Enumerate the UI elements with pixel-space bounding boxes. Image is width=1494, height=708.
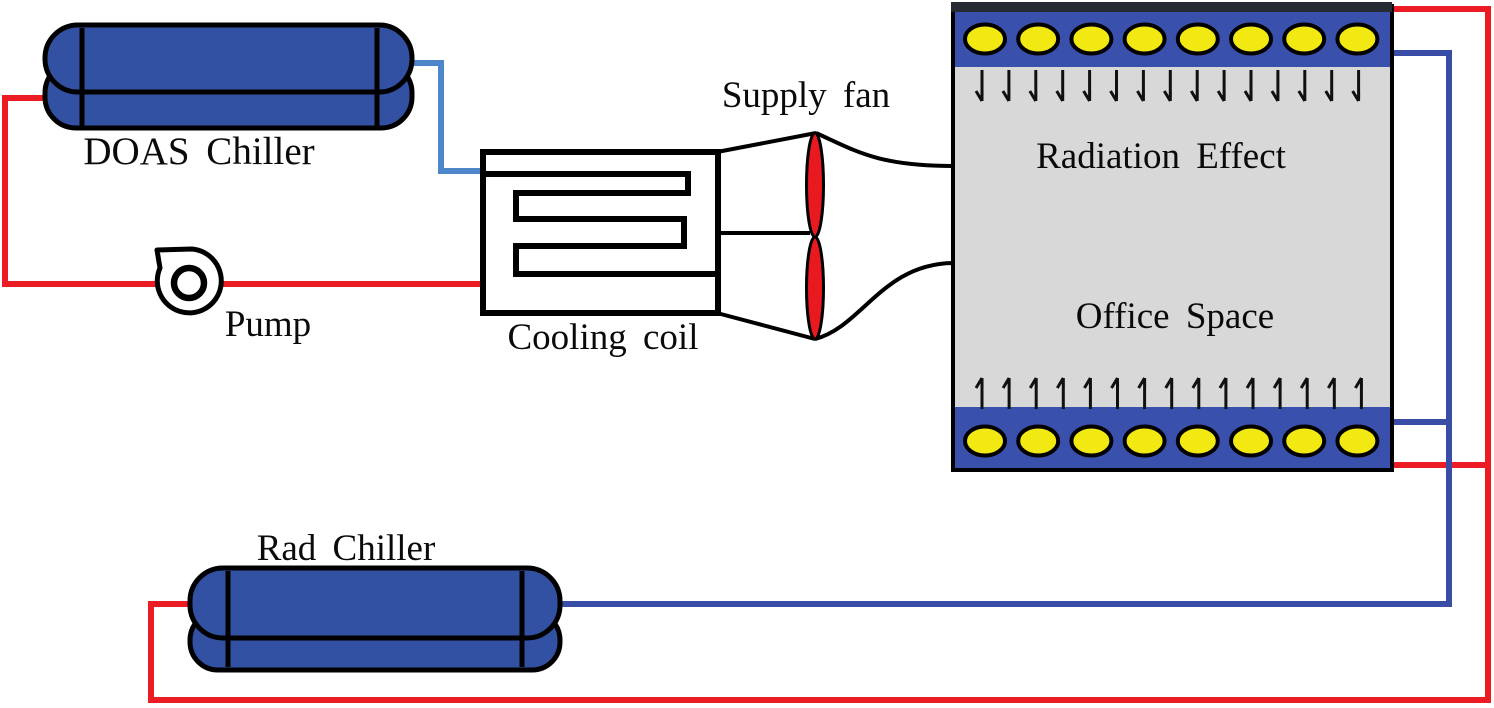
radiant-loop-pipes <box>148 6 1491 703</box>
up-arrow <box>1327 377 1336 409</box>
ceiling-light <box>1335 22 1380 56</box>
pump-impeller-icon <box>170 264 208 302</box>
rad-chiller-upper-shell <box>187 565 563 641</box>
fan-blade-top <box>805 131 825 239</box>
up-arrow <box>1137 377 1147 409</box>
up-arrow <box>1028 377 1038 409</box>
chilled-water-supply-pipe <box>411 60 483 174</box>
floor-radiation-arrows <box>974 377 1363 409</box>
down-arrow <box>1351 70 1361 102</box>
supply-air-duct <box>814 131 954 341</box>
up-arrow <box>1272 377 1282 409</box>
cooling-coil-label: Cooling coil <box>508 317 699 358</box>
down-arrow <box>1270 70 1280 102</box>
rad-chiller: Rad Chiller <box>187 528 563 673</box>
up-arrow <box>1191 377 1201 409</box>
down-arrow <box>1216 70 1226 102</box>
ceiling-lights <box>963 22 1380 56</box>
office-space-zone: Radiation Effect Office Space <box>951 2 1394 472</box>
up-arrow <box>1245 377 1255 409</box>
down-arrow <box>1189 70 1199 102</box>
rad-chiller-label: Rad Chiller <box>257 528 436 569</box>
radiant-return-pipe <box>148 6 1491 703</box>
pump-label: Pump <box>225 304 311 345</box>
down-arrow <box>1324 70 1334 102</box>
duct-bottom-curve <box>814 261 954 341</box>
up-arrow <box>1164 377 1174 409</box>
duct-top-curve <box>815 131 954 168</box>
floor-light <box>1122 424 1167 458</box>
up-arrow <box>974 377 984 409</box>
floor-light <box>1175 424 1220 458</box>
down-arrow <box>1243 70 1253 102</box>
down-arrow <box>1028 70 1038 102</box>
doas-chiller-upper-shell <box>42 22 415 95</box>
up-arrow <box>1218 377 1228 409</box>
ceiling-light <box>1282 22 1327 56</box>
office-space-label: Office Space <box>1076 296 1274 337</box>
up-arrow <box>1001 377 1011 409</box>
doas-loop-pipes <box>2 60 483 287</box>
doas-chiller: DOAS Chiller <box>42 22 415 173</box>
chilled-water-return-pipe <box>2 95 483 287</box>
floor-light <box>1016 424 1061 458</box>
down-arrow <box>974 70 984 102</box>
pump: Pump <box>154 246 311 345</box>
up-arrow <box>1110 377 1120 409</box>
down-arrow <box>1136 70 1145 102</box>
up-arrow <box>1354 377 1363 409</box>
fan-blade-bottom <box>805 235 825 341</box>
ceiling-light <box>1016 22 1061 56</box>
doas-chiller-end-seams <box>79 28 380 126</box>
rad-chiller-end-seams <box>225 571 525 667</box>
radiant-supply-pipe <box>558 50 1452 607</box>
down-arrow <box>1163 70 1172 102</box>
up-arrow <box>1299 377 1309 409</box>
floor-light <box>1069 424 1114 458</box>
ceiling-light <box>1069 22 1114 56</box>
cooling-coil-box <box>480 149 721 316</box>
floor-light <box>963 424 1007 458</box>
ceiling-light <box>1122 22 1167 56</box>
down-arrow <box>1297 70 1307 102</box>
floor-light <box>1282 424 1327 458</box>
floor-light <box>1229 424 1273 458</box>
ceiling-light <box>963 22 1007 56</box>
cooling-coil: Cooling coil <box>480 149 721 358</box>
floor-lights <box>963 424 1380 458</box>
down-arrow <box>1082 70 1092 102</box>
radiation-effect-label: Radiation Effect <box>1036 136 1287 177</box>
ceiling-light <box>1229 22 1273 56</box>
up-arrow <box>1083 377 1092 409</box>
cooling-coil-serpentine <box>483 171 718 277</box>
supply-fan: Supply fan <box>716 75 890 341</box>
down-arrow <box>1109 70 1119 102</box>
roof-strip <box>951 2 1392 12</box>
down-arrow <box>1055 70 1065 102</box>
fan-housing-lines <box>716 131 817 341</box>
down-arrow <box>1001 70 1011 102</box>
ceiling-light <box>1175 22 1220 56</box>
up-arrow <box>1056 377 1065 409</box>
floor-light <box>1335 424 1380 458</box>
supply-fan-label: Supply fan <box>722 75 890 116</box>
ceiling-radiation-arrows <box>974 70 1361 102</box>
doas-chiller-label: DOAS Chiller <box>83 130 314 173</box>
